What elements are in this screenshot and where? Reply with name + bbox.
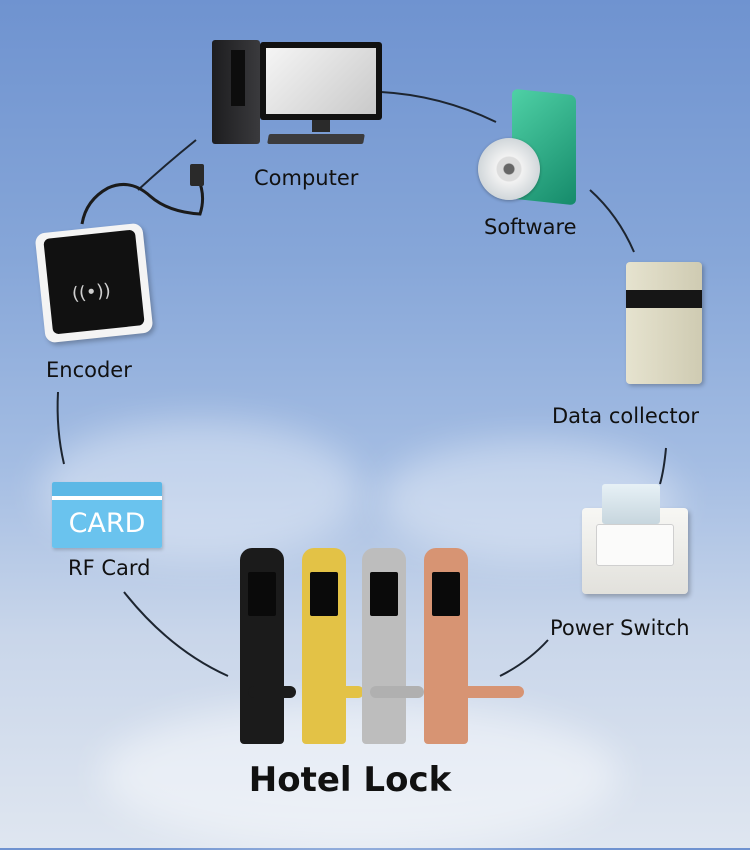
lock-panel xyxy=(370,572,398,616)
rf-card-label: RF Card xyxy=(68,556,151,580)
link-card-lock xyxy=(123,591,229,677)
switch-slot xyxy=(596,524,674,566)
lock-panel xyxy=(432,572,460,616)
pc-tower-front xyxy=(231,50,245,106)
data-collector-label: Data collector xyxy=(552,404,700,428)
link-software-collector xyxy=(589,189,635,253)
card-text: CARD xyxy=(52,500,162,548)
usb-plug xyxy=(190,164,204,186)
link-encoder-computer xyxy=(137,139,197,191)
switch-card xyxy=(602,484,660,524)
lock-handle-gold xyxy=(310,686,364,698)
lock-handle-silver xyxy=(370,686,424,698)
card-stripe xyxy=(52,482,162,496)
link-power-lock xyxy=(499,639,549,677)
link-encoder-card xyxy=(56,391,65,465)
lock-silver xyxy=(362,548,406,744)
keyboard xyxy=(267,134,365,144)
rf-wave-icon: ((•)) xyxy=(71,280,112,305)
lock-panel xyxy=(248,572,276,616)
monitor-screen xyxy=(266,48,376,114)
software-disc xyxy=(478,138,540,200)
encoder-label: Encoder xyxy=(46,358,132,382)
collector-slot xyxy=(626,290,702,308)
lock-handle-black xyxy=(248,686,296,698)
monitor-stand xyxy=(312,120,330,132)
collector-body xyxy=(626,262,702,384)
link-computer-software xyxy=(379,91,497,123)
computer-label: Computer xyxy=(254,166,359,190)
usb-cable xyxy=(80,177,205,225)
lock-gold xyxy=(302,548,346,744)
lock-black xyxy=(240,548,284,744)
diagram-title: Hotel Lock xyxy=(248,760,452,800)
lock-handle-rose xyxy=(432,686,524,698)
software-label: Software xyxy=(484,215,577,239)
lock-panel xyxy=(310,572,338,616)
power-switch-label: Power Switch xyxy=(550,616,690,640)
rf-card-graphic: CARD xyxy=(52,482,162,548)
lock-rose xyxy=(424,548,468,744)
link-collector-power xyxy=(659,447,667,485)
